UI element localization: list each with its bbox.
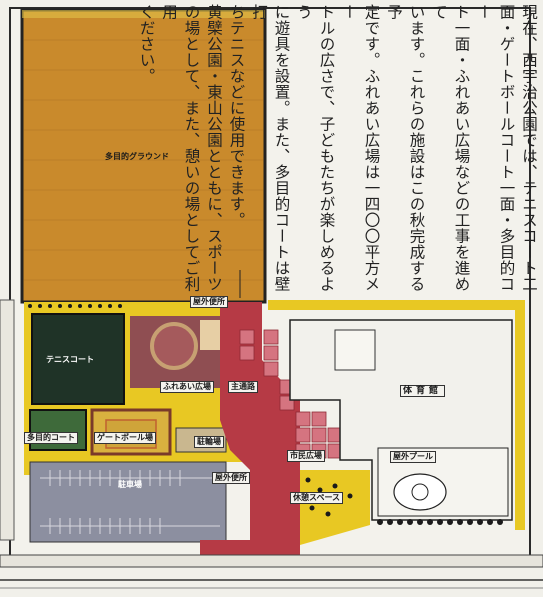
parking-area xyxy=(29,461,227,543)
parking-stalls xyxy=(40,470,220,534)
bottom-street xyxy=(0,554,543,568)
main-road xyxy=(220,302,300,560)
left-strip xyxy=(0,299,15,541)
label-outdoor-pool: 屋外プール xyxy=(390,451,436,463)
article-line: トルの広さで、子どもたちが楽しめるよう xyxy=(295,4,336,292)
label-rest-space: 休憩スペース xyxy=(290,492,344,504)
hedge-top-right xyxy=(268,300,518,310)
label-multipurpose-court: 多目的コート xyxy=(24,432,78,444)
article-line: 面・ゲートボールコート一面・多目的コー xyxy=(475,4,516,292)
hedge-right-edge xyxy=(515,300,525,530)
tree-dots xyxy=(28,304,503,525)
label-bicycle-parking: 駐輪場 xyxy=(194,436,224,448)
label-outdoor-toilet-bottom: 屋外便所 xyxy=(212,472,250,484)
ground-top-edge xyxy=(22,10,265,18)
plaza-light xyxy=(200,320,220,350)
tennis-court-area xyxy=(31,313,125,405)
article-line: います。これらの施設はこの秋完成する予 xyxy=(385,4,426,292)
label-citizen-plaza: 市民広場 xyxy=(287,450,325,462)
article-line: ちテニスなどに使用できます。 xyxy=(227,4,246,228)
label-main-path: 主通路 xyxy=(228,381,258,393)
label-fureai-plaza: ふれあい広場 xyxy=(160,381,214,393)
article-text: 現在、西宇治公園では、テニスコート二 面・ゲートボールコート一面・多目的コー ト… xyxy=(138,0,540,300)
gym-annex xyxy=(334,329,376,371)
ground-texture xyxy=(24,39,263,281)
label-gateball: ゲートボール場 xyxy=(94,432,156,444)
label-parking: 駐車場 xyxy=(118,480,142,489)
article-line: に遊具を設置。また、多目的コートは壁打 xyxy=(250,4,291,292)
multipurpose-court-area xyxy=(29,409,87,451)
pool-small xyxy=(411,483,429,501)
article-line: 現在、西宇治公園では、テニスコート二 xyxy=(520,4,538,292)
article-line: ト一面・ふれあい広場などの工事を進めて xyxy=(430,4,471,292)
article-line: の場として、また、憩いの場としてご利用 xyxy=(160,4,201,292)
label-outdoor-toilet-top: 屋外便所 xyxy=(190,296,228,308)
label-tennis-court: テニスコート xyxy=(46,355,94,364)
article-line: 定です。ふれあい広場は一四〇〇平方メー xyxy=(340,4,381,292)
label-multipurpose-ground: 多目的グラウンド xyxy=(105,152,169,161)
article-line: 黄檗公園・東山公園とともに、スポーツ xyxy=(205,4,223,292)
hedge-right xyxy=(300,470,370,545)
label-gymnasium: 体育館 xyxy=(400,385,446,397)
article-line: ください。 xyxy=(137,4,156,84)
plaza-circle xyxy=(150,322,198,370)
pool-shape xyxy=(393,473,447,511)
